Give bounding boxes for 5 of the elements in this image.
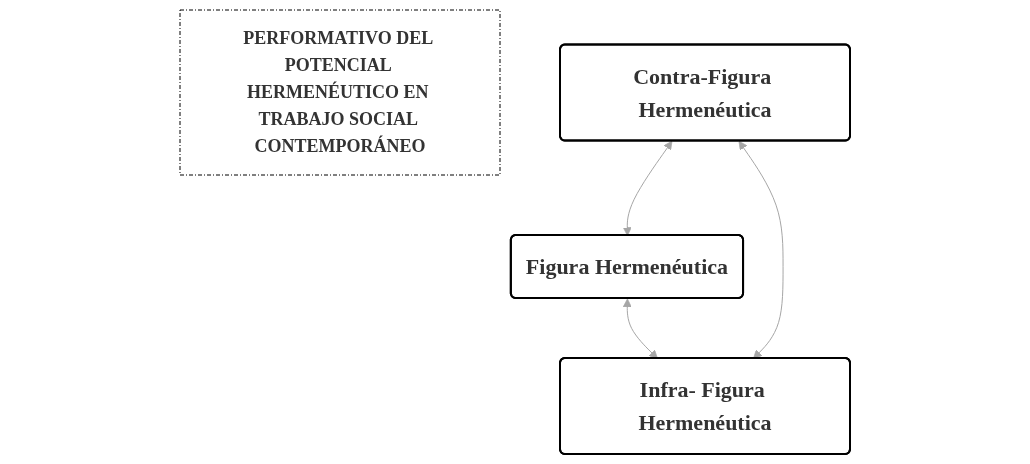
arrow [738, 140, 784, 359]
arrow [622, 298, 658, 359]
node-text: Infra- Figura Hermenéutica [638, 377, 772, 435]
node-box: PERFORMATIVO DEL POTENCIAL HERMENÉUTICO EN TRABAJO SOCIAL CONTEMPORÁNEO [179, 9, 501, 176]
arrow [622, 140, 673, 236]
